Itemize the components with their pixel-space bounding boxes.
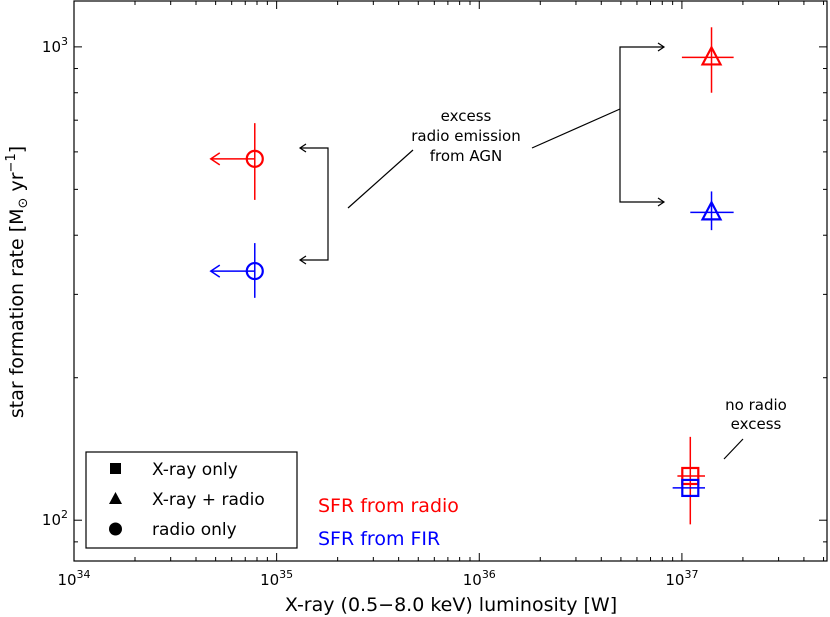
data-markers bbox=[209, 27, 734, 525]
right-bracket-arrowhead-top bbox=[657, 42, 666, 52]
agn-pointer-line-right bbox=[531, 108, 621, 149]
legend-label-radio-only: radio only bbox=[152, 520, 237, 540]
data-point-fir-square bbox=[672, 478, 706, 498]
square-marker bbox=[681, 478, 700, 498]
left-bracket bbox=[300, 147, 329, 261]
y-tick-label: 102 bbox=[42, 508, 68, 529]
triangle-marker bbox=[700, 200, 723, 221]
agn-annotation-line-3: from AGN bbox=[430, 147, 503, 165]
x-tick-label: 1034 bbox=[57, 568, 90, 589]
right-bracket bbox=[619, 46, 664, 203]
legend-label-xray-radio: X-ray + radio bbox=[152, 490, 265, 510]
circle-marker bbox=[245, 149, 264, 168]
square-marker bbox=[681, 466, 700, 486]
left-bracket-arrowhead-top bbox=[298, 143, 307, 153]
right-bracket-arrowhead-bottom bbox=[657, 197, 666, 207]
no-excess-pointer-line bbox=[723, 438, 744, 460]
upper-limit-arrowhead bbox=[209, 264, 221, 278]
x-tick-label: 1036 bbox=[463, 568, 496, 589]
data-point-fir-circle bbox=[209, 243, 264, 298]
axis-ticks: 1034 1035 1036 1037 102 103 bbox=[42, 1, 827, 589]
data-point-radio-circle bbox=[209, 123, 264, 200]
data-point-fir-triangle bbox=[690, 191, 734, 231]
triangle-marker bbox=[700, 45, 723, 66]
data-point-radio-triangle bbox=[681, 27, 734, 93]
color-label-radio: SFR from radio bbox=[318, 495, 459, 517]
x-axis-label: X-ray (0.5−8.0 keV) luminosity [W] bbox=[285, 594, 617, 616]
legend-circle-icon bbox=[109, 522, 122, 536]
x-tick-label: 1037 bbox=[665, 568, 698, 589]
agn-annotation-line-1: excess bbox=[441, 107, 492, 125]
x-tick-label: 1035 bbox=[260, 568, 293, 589]
color-label-fir: SFR from FIR bbox=[318, 528, 440, 550]
agn-annotation-line-2: radio emission bbox=[411, 127, 520, 145]
circle-marker bbox=[245, 261, 264, 281]
left-bracket-arrowhead-bottom bbox=[298, 255, 307, 265]
no-excess-annotation: no radio excess bbox=[723, 396, 787, 460]
y-axis-label: star formation rate [M⊙ yr−1] bbox=[4, 146, 31, 418]
legend-triangle-icon bbox=[109, 492, 122, 504]
legend-square-icon bbox=[110, 463, 121, 474]
no-excess-line-2: excess bbox=[731, 415, 782, 433]
legend-label-xray-only: X-ray only bbox=[152, 460, 238, 480]
upper-limit-arrowhead bbox=[209, 152, 221, 166]
agn-pointer-line-left bbox=[347, 149, 414, 209]
agn-excess-annotation: excess radio emission from AGN bbox=[298, 42, 666, 265]
legend: X-ray only X-ray + radio radio only bbox=[85, 451, 298, 549]
no-excess-line-1: no radio bbox=[725, 396, 787, 414]
y-tick-label: 103 bbox=[42, 35, 68, 56]
